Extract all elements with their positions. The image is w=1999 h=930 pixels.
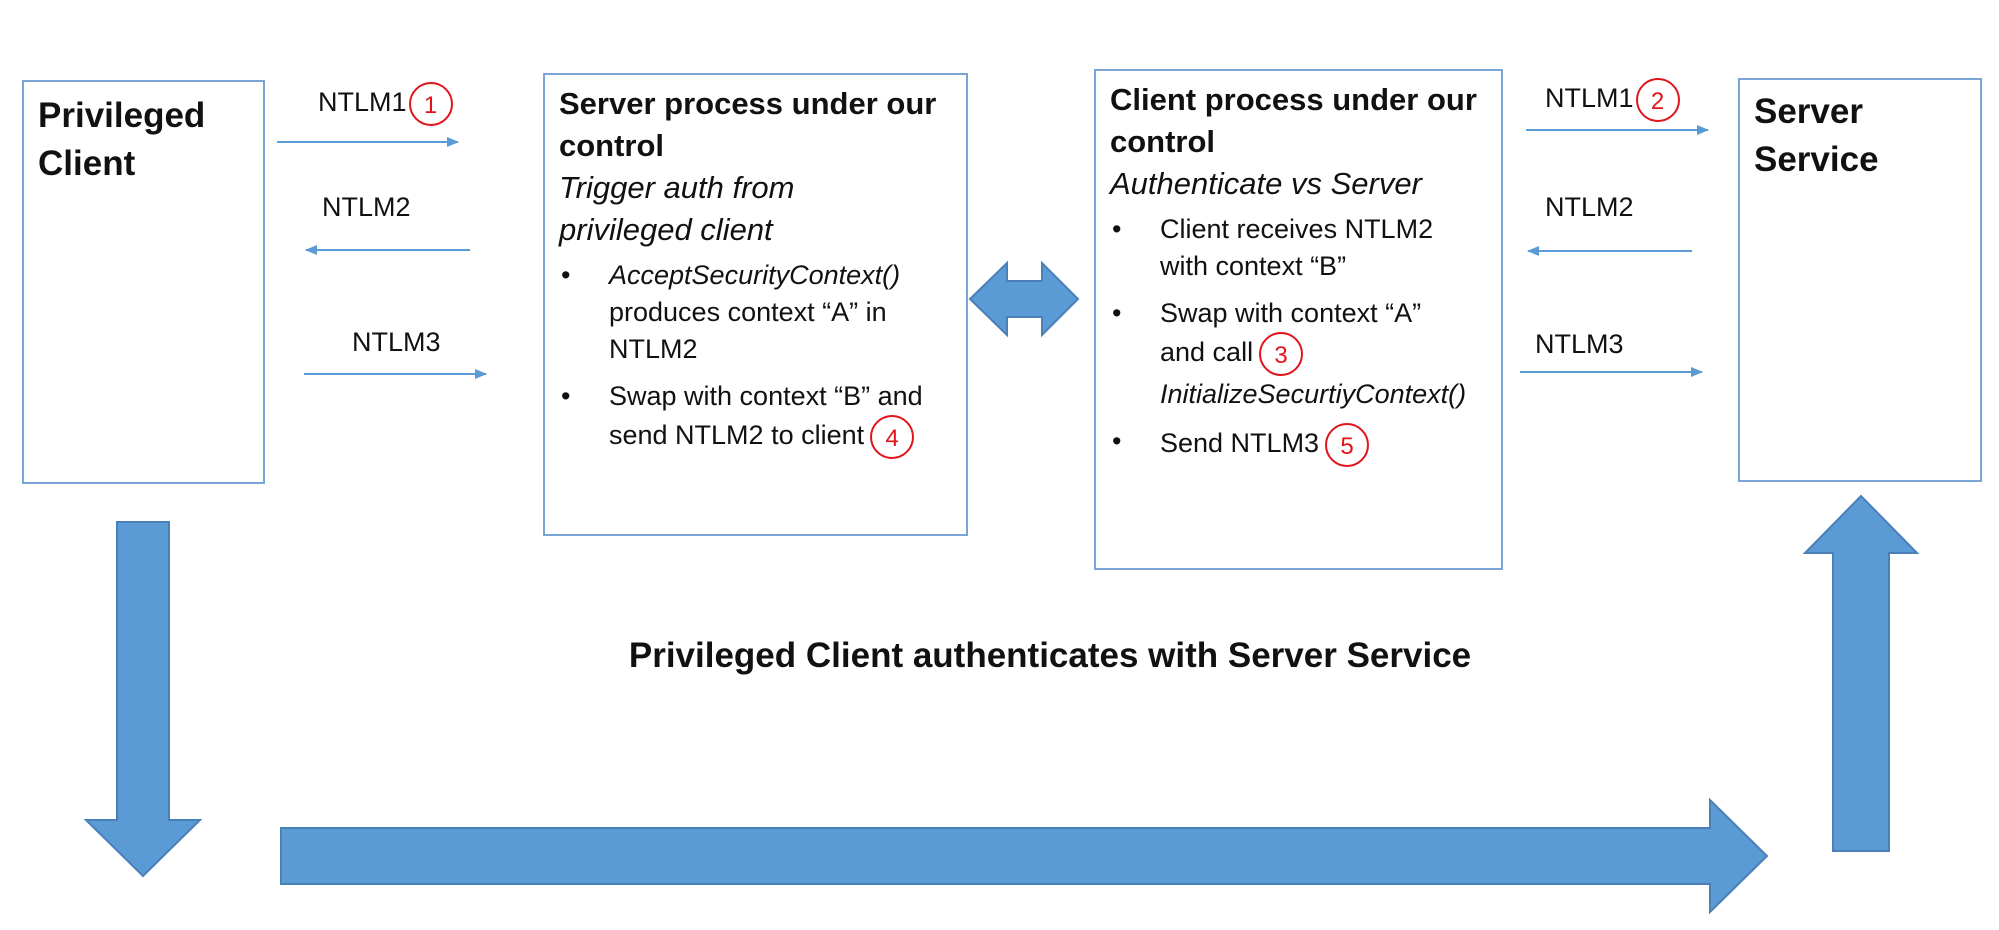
double-arrow-swap (968, 260, 1080, 338)
ntlm3-right-label: NTLM3 (1535, 329, 1624, 359)
step-1-marker: 1 (408, 82, 453, 126)
server-service-box: Server Service (1738, 78, 1982, 482)
step-4-marker: 4 (870, 415, 915, 459)
server-process-steps: • AcceptSecurityContext() produces conte… (559, 257, 966, 459)
list-item: • Swap with context “B” and send NTLM2 t… (559, 378, 966, 459)
server-process-subtitle: Trigger auth from privileged client (559, 170, 795, 247)
client-process-steps: • Client receives NTLM2 with context “B”… (1110, 211, 1501, 467)
ntlm3-left-label: NTLM3 (352, 327, 441, 357)
server-service-title: Server Service (1754, 92, 1879, 179)
client-process-box: Client process under our control Authent… (1094, 69, 1503, 570)
ntlm2-left-label: NTLM2 (322, 192, 411, 222)
ntlm2-right-label: NTLM2 (1545, 192, 1634, 222)
client-process-title: Client process under our control (1110, 82, 1477, 159)
list-item: • Client receives NTLM2 with context “B” (1112, 214, 1434, 281)
big-down-arrow (83, 521, 203, 878)
step-2-marker: 2 (1635, 78, 1680, 122)
server-process-title: Server process under our control (559, 86, 937, 163)
bottom-caption: Privileged Client authenticates with Ser… (628, 636, 1472, 675)
privileged-client-title: Privileged Client (38, 96, 206, 183)
server-process-box: Server process under our control Trigger… (543, 73, 968, 536)
step-5-marker: 5 (1325, 423, 1370, 467)
list-item: • AcceptSecurityContext() produces conte… (561, 260, 901, 364)
big-right-arrow (280, 797, 1769, 915)
client-process-subtitle: Authenticate vs Server (1110, 166, 1422, 201)
step-3-marker: 3 (1259, 332, 1304, 376)
privileged-client-box: Privileged Client (22, 80, 265, 484)
big-up-arrow (1802, 494, 1920, 852)
